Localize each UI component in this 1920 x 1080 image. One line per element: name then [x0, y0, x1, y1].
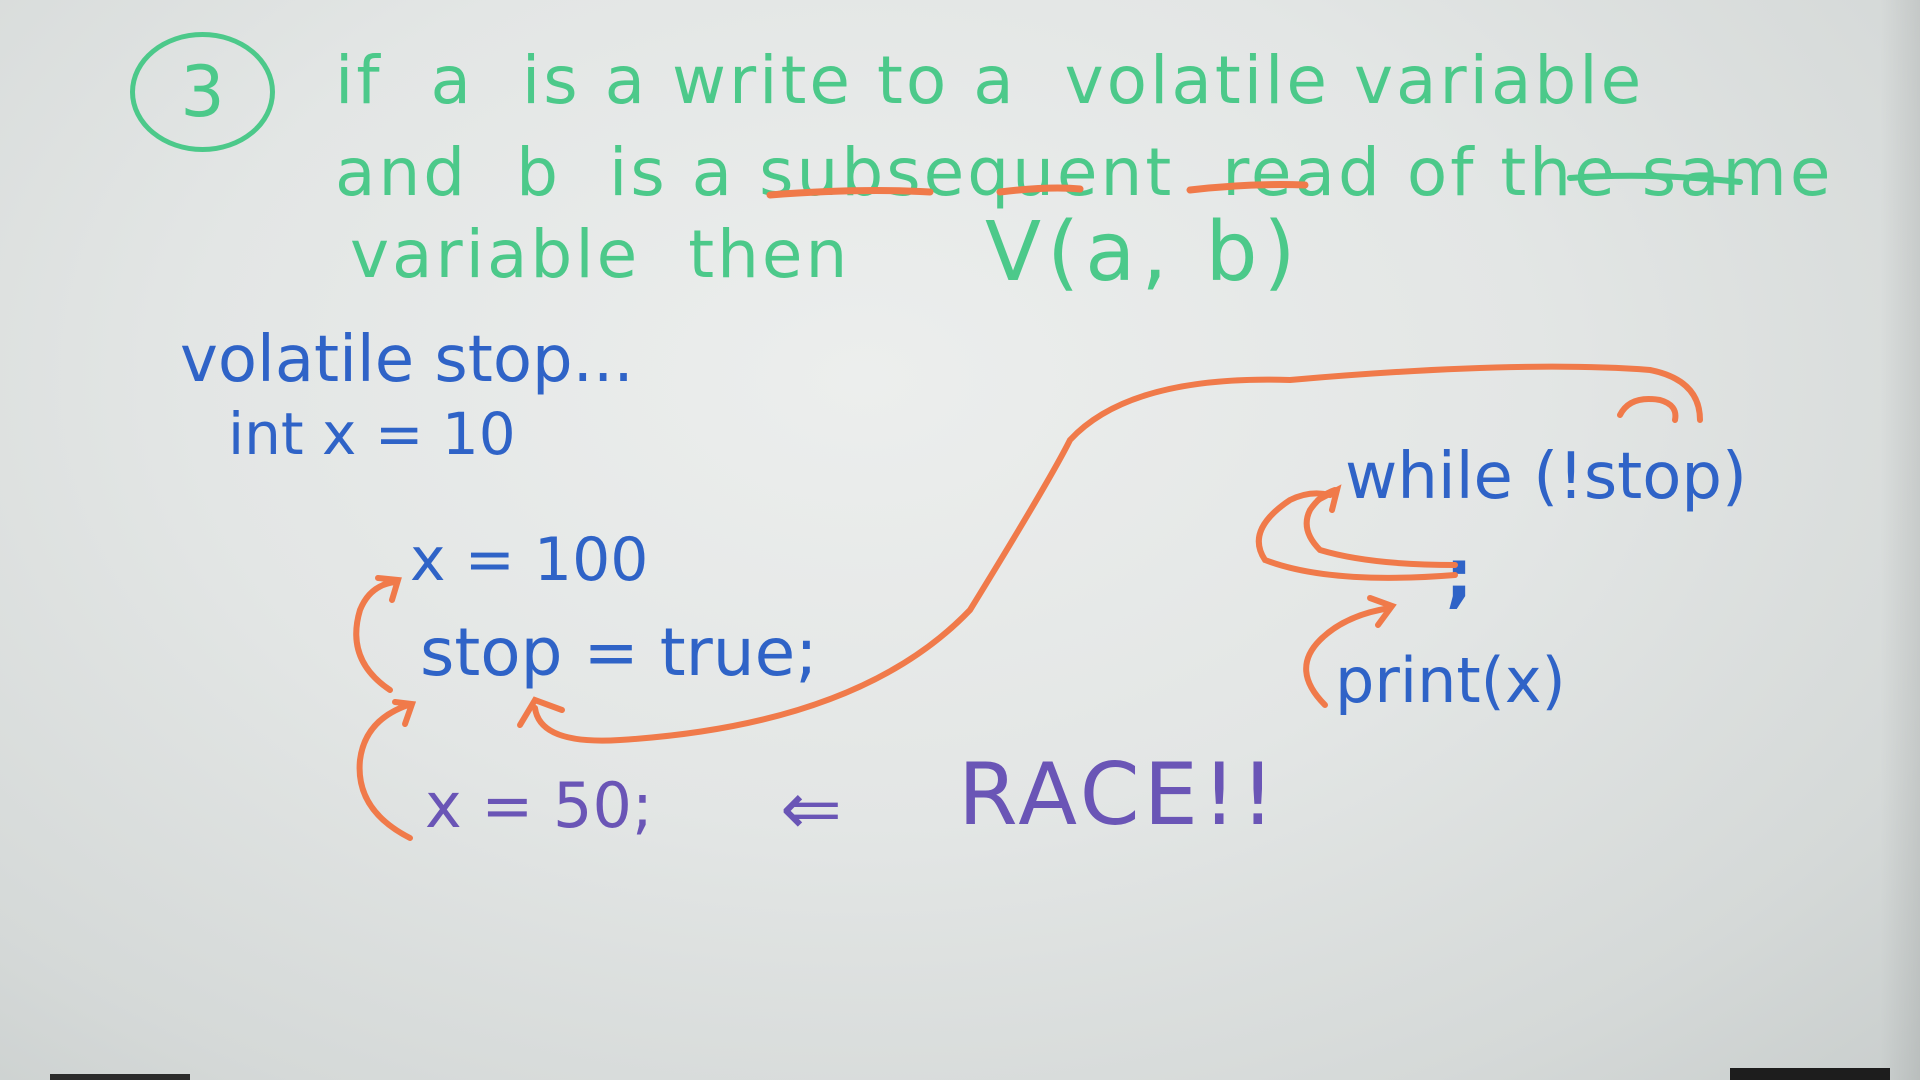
- program-order-arrowhead-1: [375, 575, 402, 603]
- print-order-arrowhead: [1367, 595, 1397, 628]
- thread2-while-loop: while (!stop): [1345, 440, 1747, 514]
- rule-formula: V(a, b): [985, 205, 1302, 300]
- rule-line-3: variable then: [350, 216, 851, 293]
- thread1-assign-x-50: x = 50;: [425, 769, 653, 842]
- program-order-arrow-2: [356, 702, 413, 841]
- declaration-volatile-stop: volatile stop...: [180, 323, 634, 397]
- thread2-print-x: print(x): [1335, 644, 1566, 717]
- rule-number-circle: 3: [130, 32, 275, 152]
- underline-same: [1567, 172, 1743, 185]
- declaration-int-x: int x = 10: [228, 400, 516, 468]
- board-edge-shadow: [1880, 0, 1920, 1080]
- loop-arrow-outer: [1255, 490, 1458, 581]
- print-order-arrow: [1303, 605, 1393, 708]
- thread1-stop-true: stop = true;: [420, 614, 818, 691]
- thread1-assign-x-100: x = 100: [410, 525, 649, 595]
- underline-read: [1186, 181, 1309, 194]
- rule-line-1: if a is a write to a volatile variable: [335, 42, 1645, 119]
- marker-tray-left: [50, 1074, 190, 1080]
- underline-subsequent: [766, 187, 934, 199]
- rule-line-2: and b is a subsequent read of the same: [335, 134, 1834, 211]
- rule-number: 3: [180, 51, 225, 133]
- program-order-arrowhead-2: [392, 699, 417, 727]
- synchronizes-with-arrowhead: [517, 696, 565, 728]
- underline-subsequent-end: [996, 184, 1084, 196]
- synchronizes-with-arrow: [532, 363, 1703, 744]
- program-order-arrow-1: [353, 579, 398, 693]
- race-label: RACE!!: [958, 745, 1279, 845]
- loop-arrow-inner: [1303, 487, 1458, 568]
- marker-tray-right: [1730, 1068, 1890, 1080]
- race-arrow: ⇐: [780, 766, 843, 852]
- loop-arrowhead: [1315, 484, 1342, 513]
- stop-hook-arrow: [1617, 396, 1679, 423]
